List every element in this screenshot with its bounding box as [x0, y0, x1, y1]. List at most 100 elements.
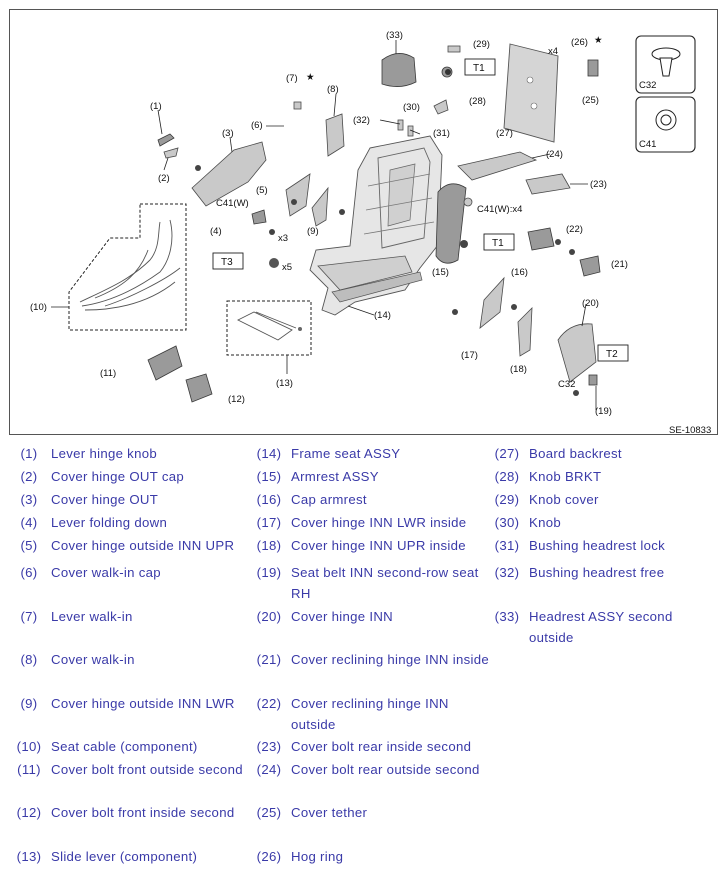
legend-item-number: (3)	[20, 492, 38, 507]
callout-6: (6)	[251, 120, 263, 131]
legend-item-number: (17)	[256, 515, 282, 530]
legend-item-number: (18)	[256, 538, 282, 553]
legend-item-text: Cover reclining hinge INN inside	[291, 652, 489, 667]
seat-cable-dashed-box	[68, 203, 187, 331]
torque-box-t1-top	[464, 58, 496, 76]
bushings-drawing	[397, 119, 414, 137]
legend-item-text: Cover bolt rear inside second	[291, 739, 472, 754]
callout-8: (8)	[327, 84, 339, 95]
torque-box-t2	[597, 344, 629, 362]
cover-hinge-outside-inn-upr-drawing	[285, 173, 311, 217]
callout-21: (21)	[611, 259, 628, 270]
note-c41w-x4: C41(W):x4	[477, 204, 522, 215]
legend-item-text: Seat cable (component)	[51, 739, 198, 754]
callout-29: (29)	[473, 39, 490, 50]
legend-item-number: (25)	[256, 805, 282, 820]
legend-item-number: (11)	[17, 762, 41, 777]
seat-cable-drawing	[79, 219, 181, 311]
exploded-parts-diagram: (1) (2) (3) (4) (5) (6) (7) (8) (9) (10)…	[9, 9, 718, 436]
cover-bolt-front-outside-drawing	[147, 345, 183, 381]
legend-item-text: Bushing headrest free	[529, 565, 665, 580]
callout-26: (26)	[571, 37, 588, 48]
legend-item-text: Board backrest	[529, 446, 622, 461]
legend-item-text: Cover bolt rear outside second	[291, 762, 480, 777]
diagram-svg: (1) (2) (3) (4) (5) (6) (7) (8) (9) (10)…	[30, 30, 711, 436]
cover-bolt-rear-inside-drawing	[525, 173, 571, 195]
legend-item-text: Cover hinge OUT	[51, 492, 159, 507]
lever-walk-in-drawing	[293, 101, 302, 110]
legend-item-number: (19)	[256, 565, 282, 580]
callout-1: (1)	[150, 101, 162, 112]
legend-item-number: (22)	[256, 696, 282, 711]
knob-cover-drawing	[447, 45, 461, 53]
callout-12: (12)	[228, 394, 245, 405]
legend-item-number: (23)	[256, 739, 282, 754]
legend-item-number: (2)	[20, 469, 38, 484]
torque-labels: T1 T1 T2 T3	[221, 63, 618, 360]
legend-item-text: Cap armrest	[291, 492, 367, 507]
star-mark-26: ★	[594, 35, 603, 46]
callout-labels: (1) (2) (3) (4) (5) (6) (7) (8) (9) (10)…	[30, 30, 628, 417]
legend-item-number: (8)	[20, 652, 38, 667]
legend-item-text: Cover hinge INN	[291, 609, 393, 624]
legend-item-number: (33)	[494, 609, 520, 624]
callout-14: (14)	[374, 310, 391, 321]
legend-item-number: (5)	[20, 538, 38, 553]
legend-item-number: (28)	[494, 469, 520, 484]
callout-5: (5)	[256, 185, 268, 196]
legend-item-text: Hog ring	[291, 849, 344, 864]
callout-3: (3)	[222, 128, 234, 139]
legend-item-text: Armrest ASSY	[291, 469, 379, 484]
diagram-code: SE-10833	[669, 425, 711, 436]
qty-label-t3-bolts: x5	[282, 262, 292, 273]
torque-label-t3: T3	[221, 257, 233, 268]
legend-item-text: Lever hinge knob	[51, 446, 157, 461]
legend-item-number: (32)	[494, 565, 520, 580]
legend-item-number: (27)	[494, 446, 520, 461]
legend-item-number: (7)	[20, 609, 38, 624]
legend-item-text: Lever walk-in	[51, 609, 133, 624]
cover-hinge-out-drawing	[191, 141, 267, 207]
callout-25: (25)	[582, 95, 599, 106]
torque-box-t1-armrest	[483, 233, 515, 251]
callout-27: (27)	[496, 128, 513, 139]
legend-item-text: Cover tether	[291, 805, 368, 820]
callout-7: (7)	[286, 73, 298, 84]
callout-30: (30)	[403, 102, 420, 113]
legend-item-number: (12)	[16, 805, 42, 820]
cover-bolt-front-inside-drawing	[185, 373, 213, 403]
callout-11: (11)	[100, 368, 116, 379]
torque-label-t1-armrest: T1	[492, 238, 504, 249]
legend-item-text: Cover bolt front inside second	[51, 805, 235, 820]
legend-item-number: (6)	[20, 565, 38, 580]
bolt-icons	[195, 69, 579, 396]
legend-item-text: Slide lever (component)	[51, 849, 198, 864]
legend-item-number: (4)	[20, 515, 38, 530]
callout-17: (17)	[461, 350, 478, 361]
legend-item-number: (26)	[256, 849, 282, 864]
qty-label-lever-bolts: x3	[278, 233, 288, 244]
callout-31: (31)	[433, 128, 450, 139]
callout-18: (18)	[510, 364, 527, 375]
callout-16: (16)	[511, 267, 528, 278]
legend-item-text: Knob BRKT	[529, 469, 602, 484]
callout-23: (23)	[590, 179, 607, 190]
legend-item-text: Cover hinge OUT cap	[51, 469, 184, 484]
clip-label-c41: C41	[639, 139, 656, 150]
callout-9: (9)	[307, 226, 319, 237]
frame-seat-assy-drawing	[309, 135, 443, 316]
knob-drawing	[433, 99, 449, 115]
callout-28: (28)	[469, 96, 486, 107]
legend-item-number: (13)	[16, 849, 42, 864]
legend-item-number: (16)	[256, 492, 282, 507]
legend-item-number: (10)	[16, 739, 42, 754]
legend-item-number: (29)	[494, 492, 520, 507]
legend-item-number: (1)	[20, 446, 38, 461]
board-backrest-drawing	[503, 43, 559, 143]
cover-hinge-inn-lwr-inside-drawing	[479, 276, 505, 329]
legend-item-number: (21)	[256, 652, 282, 667]
legend-item-text: Seat belt INN second-row seat RH	[291, 565, 479, 601]
note-c32: C32	[558, 379, 575, 390]
callout-33: (33)	[386, 30, 403, 41]
cover-reclining-outside-drawing	[527, 227, 555, 251]
